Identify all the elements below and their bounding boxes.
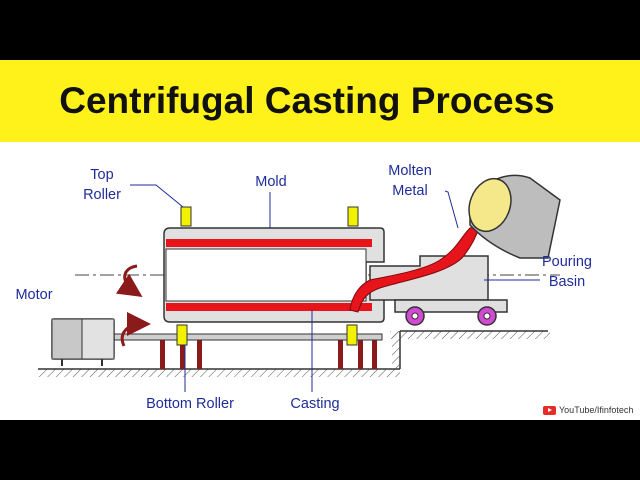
curved-arrow-icon — [120, 312, 151, 347]
label-motor: Motor — [15, 287, 53, 303]
page-title: Centrifugal Casting Process — [59, 80, 555, 121]
title-banner — [0, 60, 640, 142]
ladle — [468, 174, 561, 259]
label-casting: Casting — [290, 396, 340, 412]
drive-shaft — [111, 333, 383, 341]
label-bottom-roller: Bottom Roller — [146, 396, 234, 412]
label-pouring-basin: Pouring Basin — [542, 254, 592, 290]
label-mold: Mold — [255, 174, 287, 190]
leader-lines — [130, 184, 540, 392]
bottom-letterbox — [0, 420, 640, 480]
credit-text: YouTube/Ifinfotech — [559, 405, 634, 415]
top-rollers — [180, 206, 359, 227]
pouring-basin — [369, 255, 508, 326]
top-letterbox — [0, 0, 640, 60]
casting-layer — [166, 239, 372, 311]
label-molten-metal: Molten Metal — [388, 163, 432, 199]
mold — [163, 227, 385, 323]
label-top-roller: Top Roller — [83, 167, 121, 203]
curved-arrow-icon — [115, 264, 143, 297]
credit: YouTube/Ifinfotech — [543, 404, 633, 416]
bottom-rollers — [176, 324, 358, 346]
molten-metal-stream — [349, 225, 481, 313]
youtube-logo-icon — [543, 406, 556, 416]
support-posts — [160, 340, 377, 369]
motor-body — [51, 318, 115, 366]
